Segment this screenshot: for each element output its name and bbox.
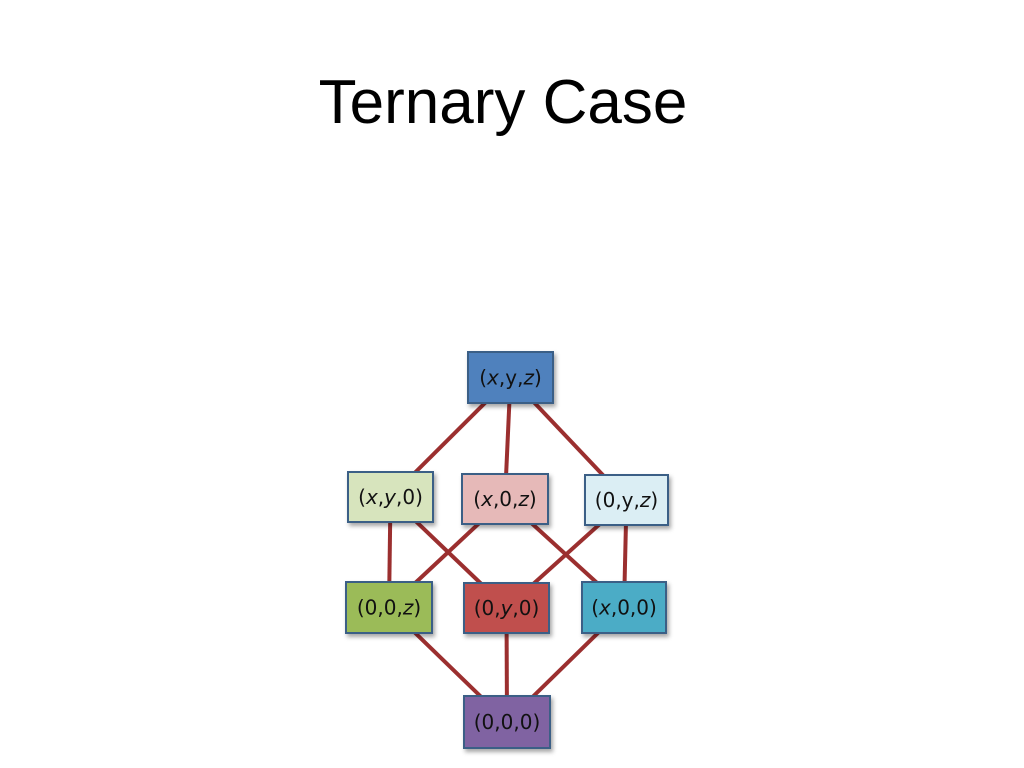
node-label-part: ( (591, 596, 599, 620)
node-box (584, 474, 669, 526)
node-label-part: ,0) (396, 485, 423, 509)
node-label-part: z (639, 488, 651, 512)
edge-layer (387, 376, 629, 724)
node-label-part: ,0, (493, 487, 518, 511)
node-label: (x,0,0) (591, 596, 657, 620)
node-x00: (x,0,0) (581, 581, 667, 634)
node-box (463, 582, 550, 634)
node-box (461, 473, 549, 525)
node-label: (x,y,z) (479, 366, 542, 390)
node-label-part: ) (534, 366, 542, 390)
node-label: (0,y,z) (595, 488, 658, 512)
node-label: (0,0,z) (357, 596, 421, 620)
node-label-part: z (402, 596, 414, 620)
node-box (463, 695, 551, 749)
node-label-part: ) (529, 487, 537, 511)
node-layer: (x,y,z)(x,y,0)(x,0,z)(0,y,z)(0,0,z)(0,y,… (345, 351, 669, 749)
node-xy0: (x,y,0) (347, 471, 434, 523)
node-0y0: (0,y,0) (463, 582, 550, 634)
node-label-part: x (480, 487, 493, 511)
node-label-part: ( (479, 366, 487, 390)
node-label-part: ) (413, 596, 421, 620)
node-label-part: (0,0, (357, 596, 403, 620)
node-label-part: y (500, 596, 514, 620)
node-label-part: , (378, 485, 384, 509)
node-box (467, 351, 554, 404)
node-label-part: (0,0,0) (474, 710, 541, 734)
node-label-part: ,y, (499, 366, 524, 390)
node-label-part: x (365, 485, 378, 509)
slide-title: Ternary Case (318, 68, 688, 137)
node-label-part: x (598, 596, 611, 620)
node-000: (0,0,0) (463, 695, 551, 749)
node-00z: (0,0,z) (345, 581, 433, 634)
node-label: (0,0,0) (474, 710, 541, 734)
node-label-part: ,0) (512, 596, 539, 620)
node-label-part: (0,y, (595, 488, 640, 512)
node-label-part: (0, (474, 596, 501, 620)
node-label-part: ,0,0) (611, 596, 657, 620)
node-label-part: z (522, 366, 534, 390)
node-label-part: ( (358, 485, 366, 509)
node-label-part: x (486, 366, 499, 390)
node-0yz: (0,y,z) (584, 474, 669, 526)
node-label-part: y (383, 485, 397, 509)
node-label: (x,y,0) (358, 485, 423, 509)
node-label-part: ( (473, 487, 481, 511)
node-box (345, 581, 433, 634)
node-label: (x,0,z) (473, 487, 536, 511)
node-label-part: ) (650, 488, 658, 512)
node-box (347, 471, 434, 523)
node-x0z: (x,0,z) (461, 473, 549, 525)
node-box (581, 581, 667, 634)
node-xyz: (x,y,z) (467, 351, 554, 404)
node-label: (0,y,0) (474, 596, 540, 620)
node-label-part: z (517, 487, 529, 511)
